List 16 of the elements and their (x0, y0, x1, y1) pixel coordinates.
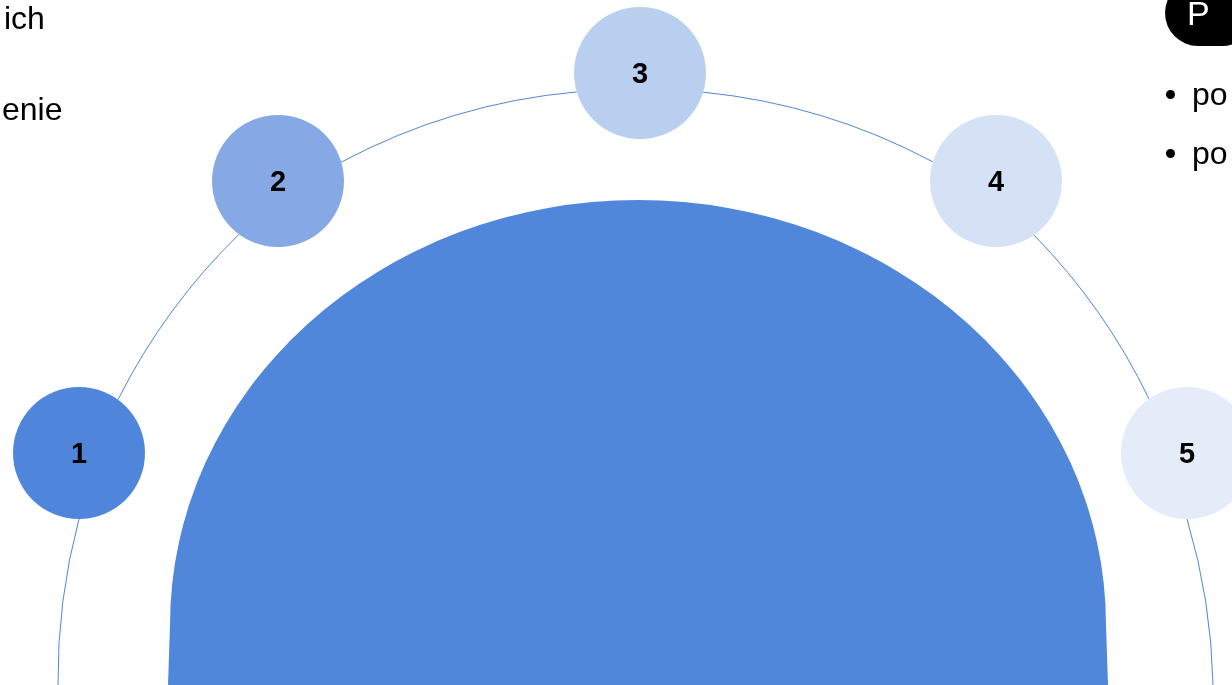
connector-line (117, 233, 240, 401)
connector-line (1033, 234, 1150, 400)
step-circle: 2 (212, 115, 344, 247)
heading-tag: P (1165, 0, 1232, 46)
step-circle: 5 (1121, 387, 1232, 519)
connector-line (702, 91, 934, 163)
connector-line (340, 91, 578, 163)
text-fragment: ich (4, 2, 45, 34)
connector-line (1186, 518, 1214, 685)
text-fragment: enie (2, 93, 63, 125)
bullet-text: po (1192, 78, 1228, 110)
step-circle: 1 (13, 387, 145, 519)
bullet-text: po (1192, 137, 1228, 169)
step-circle: 3 (574, 7, 706, 139)
step-circle: 4 (930, 115, 1062, 247)
connector-line (57, 518, 80, 685)
